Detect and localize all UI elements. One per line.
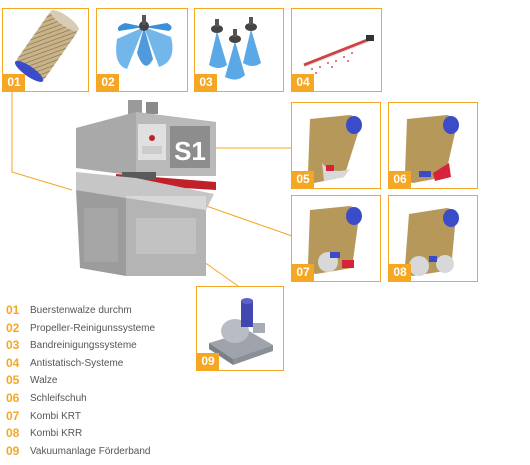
legend-item: 06 Schleifschuh <box>6 390 266 408</box>
legend-label: Kombi KRT <box>30 410 81 422</box>
box-number: 07 <box>292 264 314 281</box>
legend-number: 08 <box>6 426 20 441</box>
legend-item: 03 Bandreinigungssysteme <box>6 337 266 355</box>
box-number: 03 <box>195 74 217 91</box>
leader-line-01 <box>11 92 73 191</box>
option-box-05[interactable]: 05 <box>291 102 381 189</box>
option-box-07[interactable]: 07 <box>291 195 381 282</box>
legend-number: 07 <box>6 408 20 423</box>
brush-roller-icon <box>14 9 79 82</box>
box-number: 09 <box>197 353 219 370</box>
legend-item: 07 Kombi KRT <box>6 408 266 426</box>
legend: 01 Buerstenwalze durchm 02 Propeller-Rei… <box>6 302 266 460</box>
box-number: 04 <box>292 74 314 91</box>
legend-label: Schleifschuh <box>30 392 87 404</box>
legend-number: 09 <box>6 443 20 458</box>
box-number: 05 <box>292 171 314 188</box>
option-box-09[interactable]: 09 <box>196 286 284 371</box>
option-box-04[interactable]: 04 <box>291 8 382 92</box>
box-number: 02 <box>97 74 119 91</box>
nozzle-icon <box>209 17 261 80</box>
option-box-03[interactable]: 03 <box>194 8 284 92</box>
option-box-01[interactable]: 01 <box>2 8 89 92</box>
legend-label: Vakuumanlage Förderband <box>30 445 151 457</box>
legend-item: 02 Propeller-Reinigunssysteme <box>6 320 266 338</box>
legend-number: 05 <box>6 373 20 388</box>
option-box-02[interactable]: 02 <box>96 8 188 92</box>
legend-label: Buerstenwalze durchm <box>30 305 132 316</box>
legend-label: Walze <box>30 375 58 387</box>
legend-item: 08 Kombi KRR <box>6 425 266 443</box>
sanding-machine-illustration: S1 <box>76 100 216 276</box>
box-number: 08 <box>389 264 411 281</box>
legend-label: Propeller-Reinigunssysteme <box>30 322 156 334</box>
legend-label: Bandreinigungssysteme <box>30 340 137 352</box>
propeller-icon <box>116 15 173 69</box>
vacuum-fan-icon <box>209 298 273 365</box>
combi-krr-icon <box>404 208 459 276</box>
sanding-shoe-icon <box>404 115 459 183</box>
machine-model-label: S1 <box>174 136 206 166</box>
legend-number: 04 <box>6 355 20 370</box>
legend-item: 05 Walze <box>6 372 266 390</box>
option-box-06[interactable]: 06 <box>388 102 478 189</box>
legend-number: 03 <box>6 338 20 353</box>
legend-number: 02 <box>6 320 20 335</box>
legend-number: 01 <box>6 303 20 317</box>
combi-krt-icon <box>307 206 362 274</box>
box-number: 01 <box>3 74 25 91</box>
legend-label: Kombi KRR <box>30 428 83 440</box>
box-number: 06 <box>389 171 411 188</box>
legend-item: 09 Vakuumanlage Förderband <box>6 443 266 461</box>
antistatic-bar-icon <box>303 35 374 74</box>
legend-item: 01 Buerstenwalze durchm <box>6 302 266 320</box>
option-box-08[interactable]: 08 <box>388 195 478 282</box>
roller-icon <box>307 115 362 183</box>
legend-label: Antistatisch-Systeme <box>30 357 124 369</box>
legend-item: 04 Antistatisch-Systeme <box>6 355 266 373</box>
legend-number: 06 <box>6 390 20 405</box>
